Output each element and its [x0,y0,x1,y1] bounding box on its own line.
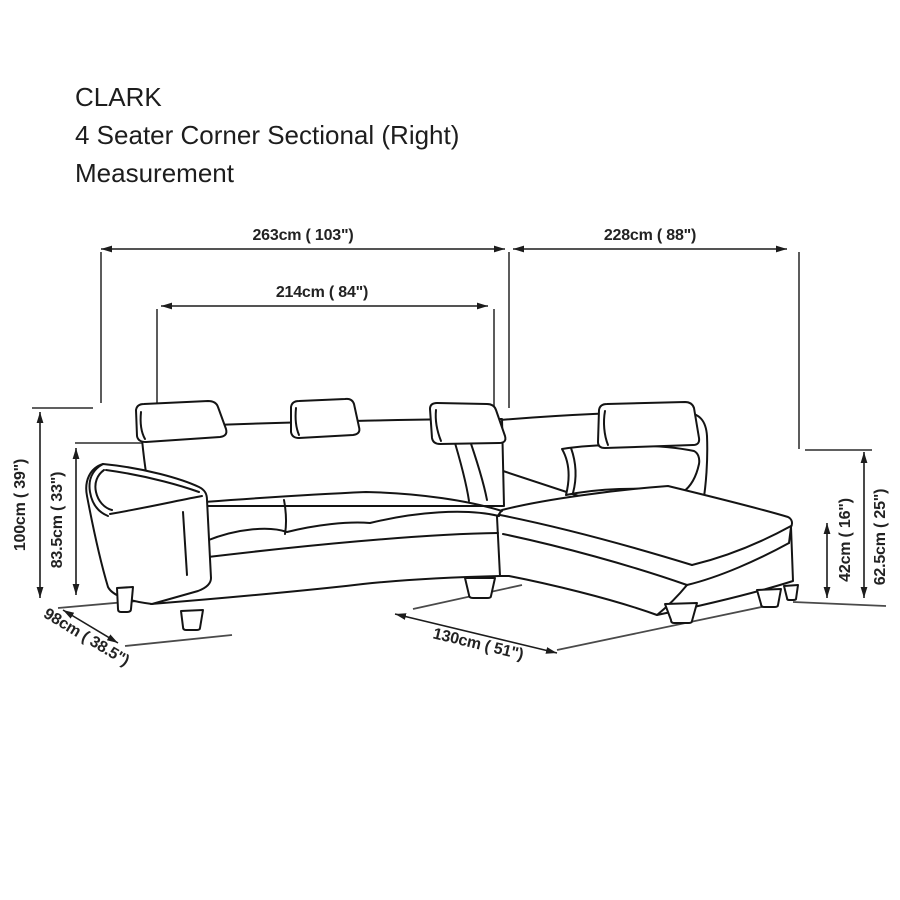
page-subtitle: Measurement [75,158,234,188]
sofa-leg [783,584,799,601]
sofa-leg [116,586,134,613]
sofa-headrest-3 [429,402,507,445]
label-right-side-width: 228cm ( 88") [603,227,697,244]
label-total-height: 100cm ( 39") [12,458,29,552]
sofa-leg [756,588,782,608]
arrow-chaise-length [394,613,558,654]
sofa-leg [664,602,698,624]
sofa-headrest-4 [597,401,701,449]
arrow-seat-depth [62,609,119,644]
sofa-illustration [85,397,799,631]
product-name: CLARK [75,82,162,112]
label-total-width: 263cm ( 103") [252,227,354,244]
product-type: 4 Seater Corner Sectional (Right) [75,120,460,150]
title-block: CLARK 4 Seater Corner Sectional (Right) … [75,78,459,192]
label-inner-width: 214cm ( 84") [275,284,369,301]
dimension-arrows [36,245,868,654]
sofa-headrest-1 [135,400,228,443]
label-back-height: 83.5cm ( 33") [49,471,66,569]
label-seat-height: 42cm ( 16") [837,498,854,582]
sofa-leg [180,609,204,631]
sofa-left-arm [85,463,212,605]
label-chaise-back-height: 62.5cm ( 25") [872,488,889,586]
sofa-leg [464,577,496,599]
sofa-headrest-2 [290,397,361,439]
sofa-right-back-cushion [561,444,701,496]
extension-lines [32,252,887,651]
